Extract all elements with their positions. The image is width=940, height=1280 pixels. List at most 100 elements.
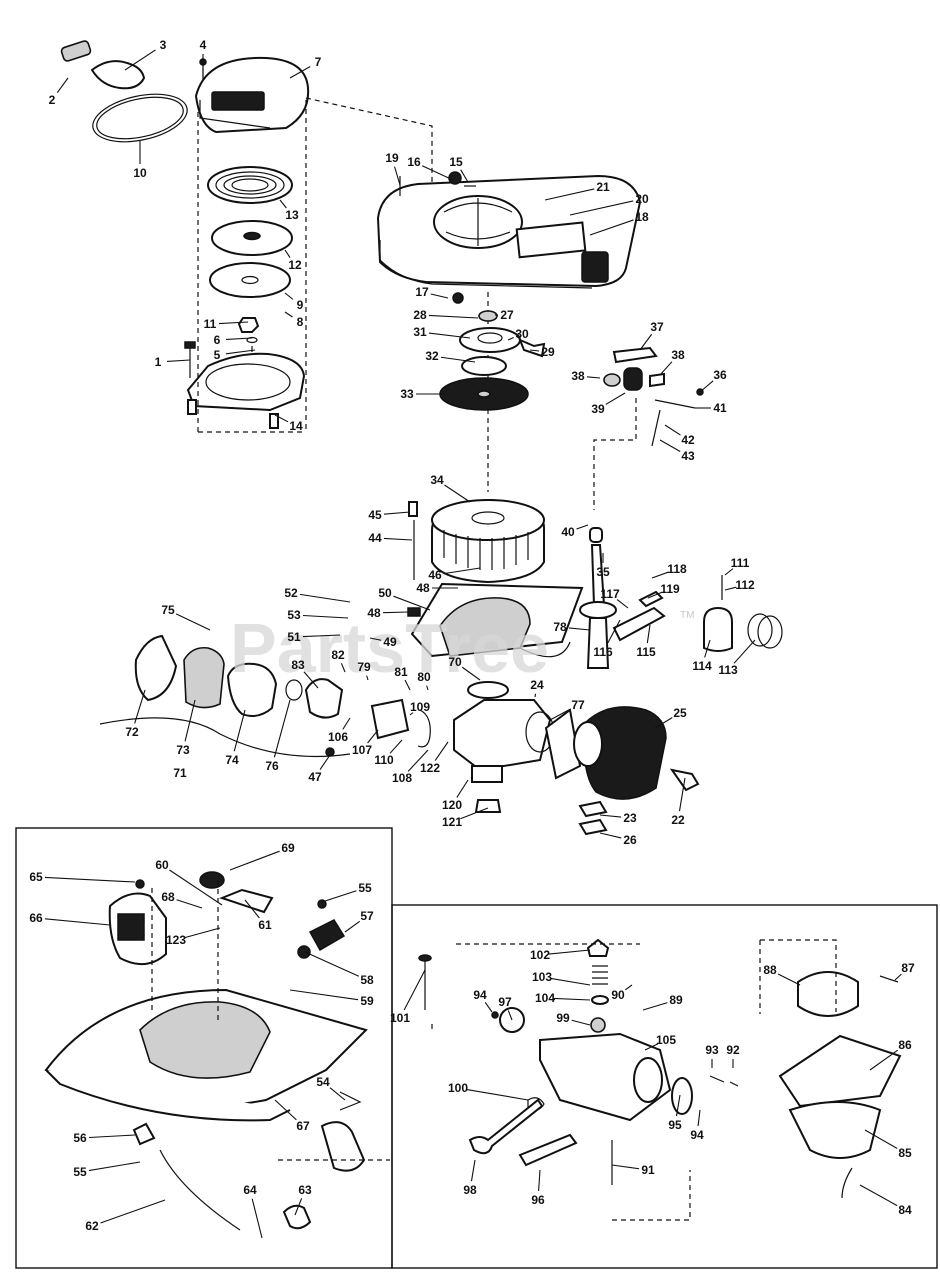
callout-51: 51 — [287, 630, 341, 644]
callout-19: 19 — [385, 151, 401, 186]
callout-117: 117 — [600, 587, 629, 609]
callout-12: 12 — [284, 249, 302, 272]
callout-leader-line — [544, 188, 595, 201]
callout-number: 110 — [374, 753, 394, 767]
callout-number: 87 — [901, 961, 915, 975]
callout-leader-line — [100, 1199, 166, 1224]
callout-67: 67 — [274, 1099, 310, 1133]
callout-number: 12 — [288, 258, 302, 272]
callout-2: 2 — [49, 77, 69, 107]
callout-119: 119 — [647, 582, 680, 599]
callout-number: 3 — [160, 38, 167, 52]
callout-leader-line — [421, 165, 454, 181]
callout-leader-line — [440, 356, 476, 363]
magneto-guides — [151, 880, 390, 1161]
callout-number: 13 — [285, 208, 299, 222]
callout-number: 50 — [378, 586, 392, 600]
callout-leader-line — [134, 689, 146, 724]
callout-13: 13 — [279, 199, 299, 222]
callout-number: 63 — [298, 1183, 312, 1197]
callout-number: 101 — [390, 1011, 410, 1025]
callout-number: 94 — [473, 988, 487, 1002]
callout-number: 54 — [316, 1075, 330, 1089]
callout-number: 97 — [498, 995, 512, 1009]
starter-assembly — [60, 40, 310, 429]
callout-39: 39 — [591, 392, 626, 416]
callout-leader-line — [393, 595, 431, 611]
callout-leader-line — [625, 984, 633, 991]
callout-89: 89 — [642, 993, 683, 1011]
callout-49: 49 — [369, 635, 397, 649]
magneto-base-parts — [44, 871, 368, 1231]
callout-28: 28 — [413, 308, 479, 322]
callout-leader-line — [678, 777, 686, 812]
callout-leader-line — [407, 749, 429, 772]
callout-90: 90 — [611, 984, 633, 1002]
callout-number: 36 — [713, 368, 727, 382]
callout-number: 23 — [623, 811, 637, 825]
callout-number: 44 — [368, 531, 382, 545]
callout-leader-line — [319, 754, 331, 770]
callout-115: 115 — [636, 624, 656, 659]
callout-leader-line — [44, 918, 111, 926]
callout-84: 84 — [859, 1184, 912, 1217]
callout-number: 29 — [541, 345, 555, 359]
callout-number: 69 — [281, 841, 295, 855]
callout-118: 118 — [651, 562, 687, 579]
callout-64: 64 — [243, 1183, 263, 1239]
callout-85: 85 — [864, 1129, 912, 1160]
callout-leader-line — [571, 1019, 591, 1026]
callout-number: 38 — [571, 369, 585, 383]
callout-number: 47 — [308, 770, 322, 784]
callout-55: 55 — [321, 881, 372, 903]
callout-number: 46 — [428, 568, 442, 582]
callout-102: 102 — [530, 948, 591, 962]
callout-66: 66 — [29, 911, 111, 926]
callout-number: 57 — [360, 909, 374, 923]
callout-number: 11 — [204, 317, 217, 331]
callout-number: 48 — [367, 606, 381, 620]
callout-number: 19 — [385, 151, 399, 165]
callout-number: 88 — [763, 963, 777, 977]
callout-number: 4 — [200, 38, 207, 52]
callout-55: 55 — [73, 1161, 141, 1179]
callout-number: 76 — [265, 759, 279, 773]
callout-leader-line — [229, 850, 280, 871]
callout-number: 8 — [297, 315, 304, 329]
callout-8: 8 — [284, 311, 304, 329]
callout-leader-line — [274, 1099, 297, 1121]
callout-83: 83 — [291, 658, 319, 689]
callout-77: 77 — [549, 698, 585, 721]
callout-number: 78 — [553, 620, 567, 634]
callout-leader-line — [724, 568, 734, 576]
callout-number: 96 — [531, 1193, 545, 1207]
callout-number: 90 — [611, 988, 625, 1002]
callout-69: 69 — [229, 841, 295, 871]
callout-number: 77 — [571, 698, 585, 712]
callout-32: 32 — [425, 349, 476, 363]
callout-leader-line — [444, 484, 471, 503]
callout-number: 102 — [530, 948, 550, 962]
callout-62: 62 — [85, 1199, 166, 1233]
callout-57: 57 — [344, 909, 374, 933]
callout-number: 41 — [713, 401, 727, 415]
callout-42: 42 — [664, 424, 695, 447]
callout-112: 112 — [724, 578, 755, 592]
callout-59: 59 — [289, 989, 374, 1008]
callout-leader-line — [426, 685, 429, 691]
callout-72: 72 — [125, 689, 146, 739]
callout-leader-line — [599, 832, 622, 839]
air-cleaner-parts — [99, 634, 351, 758]
callout-74: 74 — [225, 709, 246, 767]
callout-leader-line — [169, 869, 223, 906]
callout-21: 21 — [544, 180, 610, 201]
callout-76: 76 — [265, 699, 291, 773]
callout-number: 104 — [535, 991, 555, 1005]
callout-leader-line — [642, 1002, 668, 1011]
callout-number: 33 — [400, 387, 414, 401]
callout-leader-line — [589, 219, 634, 236]
callout-number: 6 — [214, 333, 221, 347]
callout-44: 44 — [368, 531, 413, 545]
callout-3: 3 — [124, 38, 167, 71]
